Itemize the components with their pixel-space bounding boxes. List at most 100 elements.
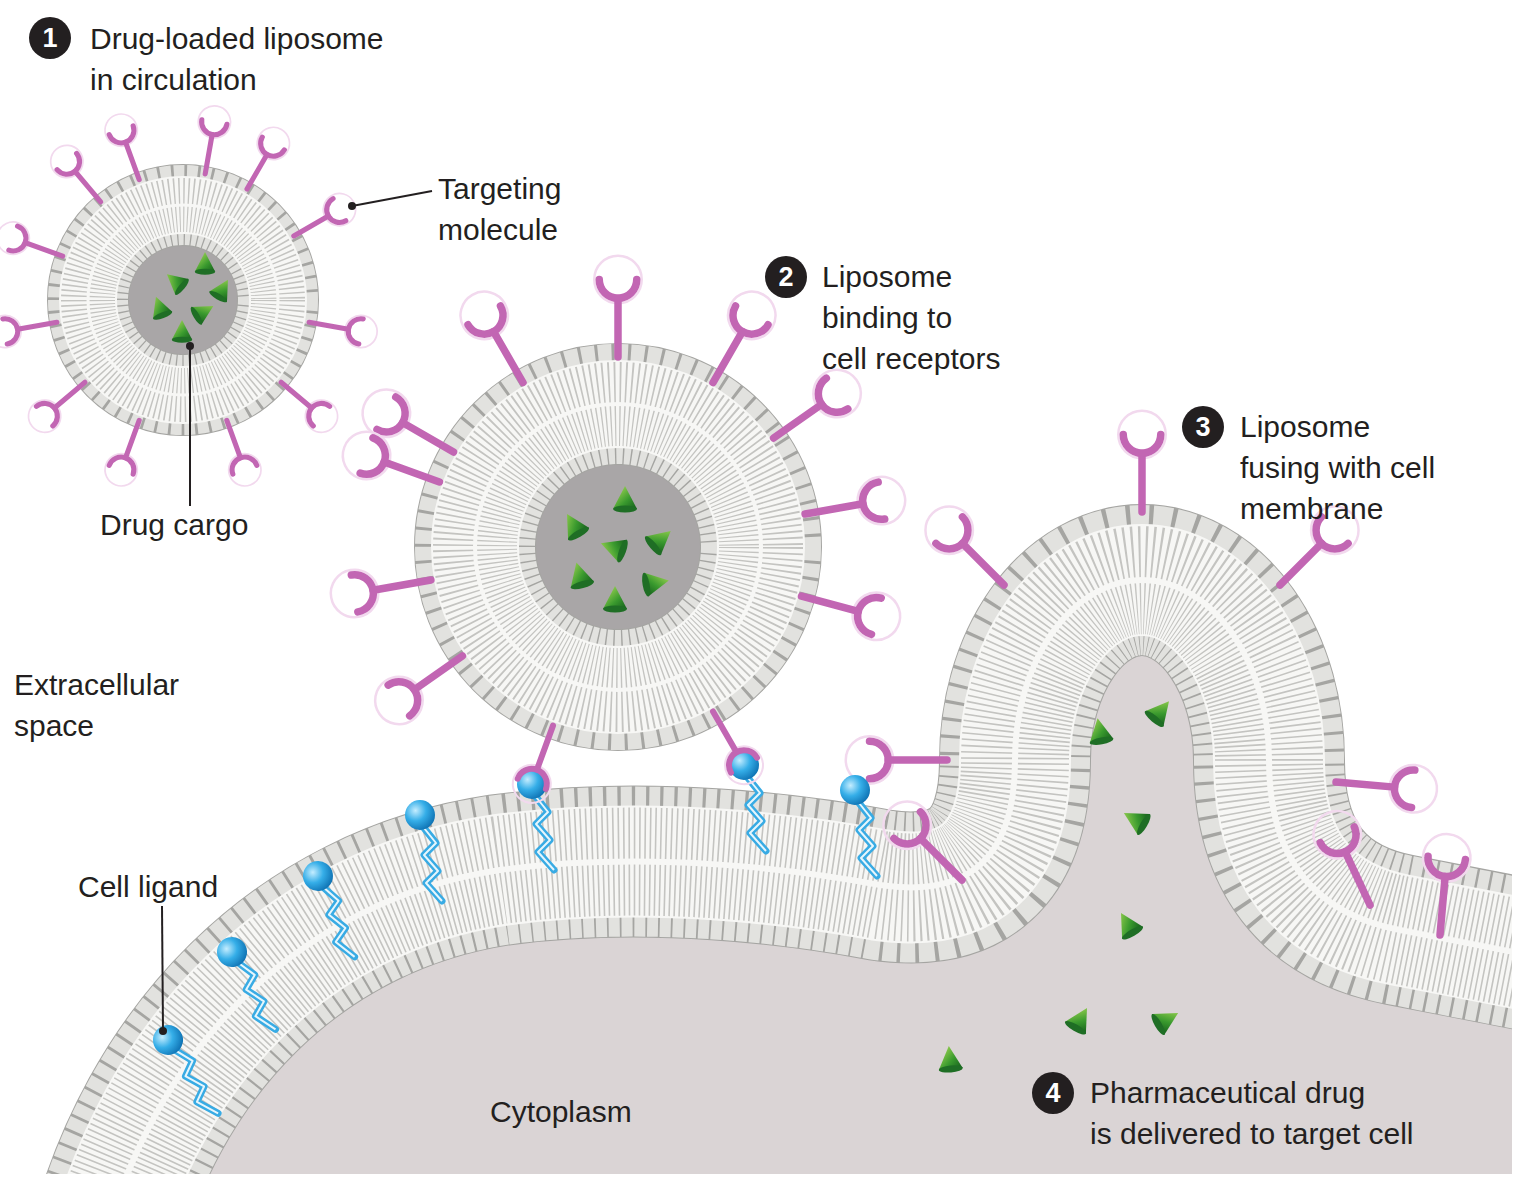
label-box: Cell ligand <box>78 866 328 907</box>
label-box: Extracellular space <box>14 664 214 746</box>
drug-particle <box>1143 694 1178 730</box>
label-text: Cytoplasm <box>490 1095 632 1128</box>
targeting-molecule <box>286 188 362 250</box>
bilayer-core <box>88 205 278 395</box>
cell-ligand <box>840 775 877 876</box>
leader-line <box>162 906 163 1031</box>
targeting-molecule <box>692 283 784 394</box>
label-box: Cytoplasm <box>490 1091 740 1132</box>
callout-badge: 4 <box>1032 1072 1074 1114</box>
cell <box>100 580 1512 1174</box>
callout-badge: 3 <box>1182 406 1224 448</box>
label-text: Drug cargo <box>100 508 248 541</box>
drug-particle <box>1111 907 1145 942</box>
bilayer-heads <box>475 404 761 690</box>
wrap-spacer <box>1385 1072 1430 1082</box>
drug-particle <box>643 522 679 557</box>
cell-ligand <box>149 1018 218 1126</box>
targeting-molecule <box>306 306 379 350</box>
label-box: Drug-loaded liposome in circulation <box>90 18 395 100</box>
drug-particle <box>189 297 219 326</box>
targeting-molecule <box>44 139 113 213</box>
bilayer-core <box>475 404 761 690</box>
targeting-molecule <box>0 306 60 350</box>
label-box: Liposome fusing with cell membrane <box>1240 406 1445 529</box>
callout-number: 4 <box>1045 1078 1060 1108</box>
drug-particle <box>172 320 192 343</box>
targeting-molecule <box>507 719 570 808</box>
liposome-binding <box>327 256 909 808</box>
targeting-molecule <box>452 283 544 394</box>
targeting-molecule <box>874 792 979 897</box>
leader-line <box>189 346 191 506</box>
released-drugs <box>937 694 1184 1074</box>
targeting-molecule <box>795 573 905 645</box>
targeting-molecule <box>212 415 266 491</box>
bilayer-midline <box>475 404 761 690</box>
targeting-molecule <box>697 702 770 791</box>
membrane-outline <box>100 580 1512 1174</box>
cytoplasm <box>100 580 1512 1174</box>
drug-particle <box>603 586 627 613</box>
bilayer-tails <box>88 205 278 395</box>
targeting-molecule <box>271 370 345 439</box>
drug-particle <box>557 508 591 543</box>
targeting-molecule <box>1306 803 1392 915</box>
targeting-molecule <box>233 121 295 197</box>
bilayer-midline <box>88 205 278 395</box>
label-text: Liposome fusing with cell membrane <box>1240 410 1435 525</box>
leader-lines <box>159 191 432 1035</box>
targeting-molecule <box>0 217 68 271</box>
label-text: Drug-loaded liposome in circulation <box>90 22 384 96</box>
targeting-molecule <box>1118 411 1166 512</box>
callout-badge: 1 <box>29 17 71 59</box>
targeting-molecule <box>760 360 870 457</box>
drug-particle <box>565 559 595 591</box>
targeting-molecule <box>22 370 96 439</box>
cell-ligand <box>729 750 766 851</box>
label-text: Pharmaceutical drug is delivered to targ… <box>1090 1076 1414 1150</box>
cell-ligand <box>214 932 276 1039</box>
targeting-molecule <box>916 497 1021 602</box>
drug-particle <box>160 267 190 297</box>
membrane-core <box>100 580 1512 1174</box>
membrane-tails <box>100 580 1512 1174</box>
drug-particle <box>208 275 237 305</box>
drug-particle <box>195 252 215 275</box>
label-text: Liposome binding to cell receptors <box>822 260 1000 375</box>
leader-dot <box>186 342 194 350</box>
targeting-molecule <box>594 256 642 357</box>
leader-dot <box>348 202 356 210</box>
drug-particle <box>1063 1002 1097 1037</box>
label-box: Liposome binding to cell receptors <box>822 256 1003 379</box>
label-box: Drug cargo <box>100 504 350 545</box>
leader-line <box>352 191 432 206</box>
drug-particle <box>641 569 671 597</box>
targeting-molecule <box>327 557 435 621</box>
targeting-molecule <box>366 637 476 734</box>
targeting-molecule <box>801 473 909 537</box>
drug-particle <box>613 486 637 513</box>
drug-particle <box>146 293 173 321</box>
bilayer-outline <box>475 404 761 690</box>
callout-badge: 2 <box>765 256 807 298</box>
label-text: Targeting molecule <box>438 172 561 246</box>
drug-particle <box>1149 1003 1184 1037</box>
label-box: Targeting molecule <box>438 168 638 250</box>
drug-particle <box>1118 803 1153 837</box>
drug-particle <box>937 1045 963 1073</box>
label-text: Extracellular space <box>14 668 179 742</box>
label-box: Pharmaceutical drug is delivered to targ… <box>1090 1072 1430 1154</box>
targeting-molecule <box>336 425 447 504</box>
targeting-molecule <box>189 103 233 176</box>
callout-number: 2 <box>778 262 793 292</box>
cell-ligands <box>149 750 877 1126</box>
callout-number: 1 <box>42 23 57 53</box>
cell-ligand <box>405 800 442 901</box>
bilayer-outline <box>88 205 278 395</box>
fused-targeting-molecules <box>846 411 1473 937</box>
targeting-molecule <box>100 109 154 185</box>
drug-particle <box>1086 716 1114 746</box>
